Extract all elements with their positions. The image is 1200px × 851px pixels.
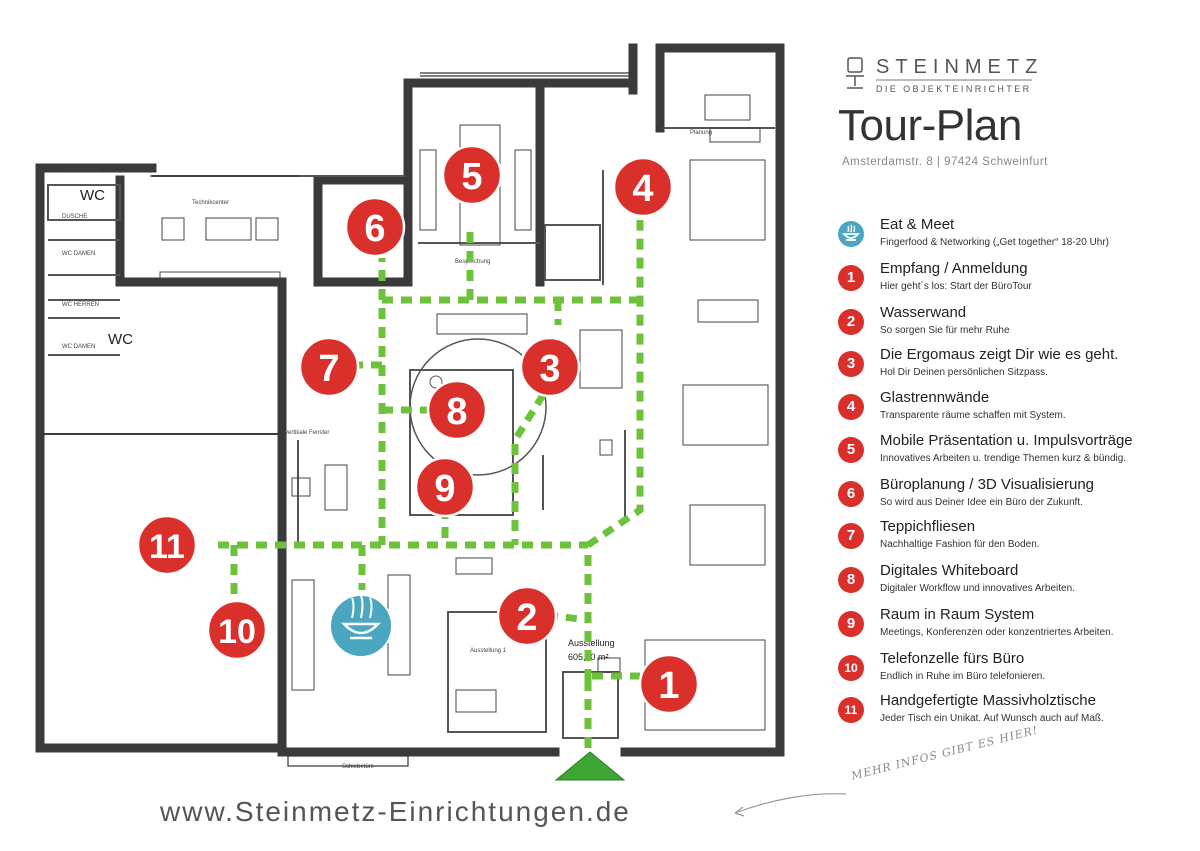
windows [150, 72, 632, 177]
marker-10[interactable]: 10 [206, 599, 268, 661]
legend-item-9: 9 Raum in Raum System Meetings, Konferen… [838, 606, 1188, 640]
legend-title: Glastrennwände [880, 389, 990, 406]
legend-title: Handgefertigte Massivholztische [880, 692, 1096, 709]
room-label-technikcenter: Technikcenter [192, 200, 229, 206]
marker-6[interactable]: 6 [344, 196, 406, 258]
sliding-door [287, 755, 409, 767]
legend-title: Teppichfliesen [880, 518, 976, 535]
legend-item-eat-meet: Eat & Meet Fingerfood & Networking („Get… [838, 216, 1188, 250]
tour-path [210, 220, 644, 748]
legend-badge: 3 [838, 351, 864, 377]
legend-desc: Endlich in Ruhe im Büro telefonieren. [880, 671, 1046, 682]
legend-badge: 9 [838, 611, 864, 637]
legend-item-11: 11 Handgefertigte Massivholztische Jeder… [838, 692, 1188, 726]
legend-item-2: 2 Wasserwand So sorgen Sie für mehr Ruhe [838, 304, 1188, 338]
legend-title: Digitales Whiteboard [880, 562, 1019, 579]
legend-badge: 10 [838, 655, 864, 681]
legend-badge: 7 [838, 523, 864, 549]
legend-desc: Jeder Tisch ein Unikat. Auf Wunsch auch … [880, 713, 1104, 724]
marker-5-label: 5 [461, 156, 482, 198]
legend-desc: Hol Dir Deinen persönlichen Sitzpass. [880, 367, 1048, 378]
legend-badge: 4 [838, 394, 864, 420]
legend-badge: 2 [838, 309, 864, 335]
legend-item-4: 4 Glastrennwände Transparente räume scha… [838, 389, 1188, 423]
wc-label-2: WC [108, 331, 133, 348]
legend-item-7: 7 Teppichfliesen Nachhaltige Fashion für… [838, 518, 1188, 552]
marker-7[interactable]: 7 [298, 336, 360, 398]
website-link[interactable]: www.Steinmetz-Einrichtungen.de [160, 796, 631, 827]
legend-item-5: 5 Mobile Präsentation u. Impulsvorträge … [838, 432, 1188, 466]
room-label-dusche: DUSCHE [62, 214, 87, 220]
bowl-icon [838, 221, 864, 247]
legend-desc: Meetings, Konferenzen oder konzentrierte… [880, 627, 1114, 638]
room-label-wc-herren: WC HERREN [62, 302, 99, 308]
room-label-wc-damen-1: WC DAMEN [62, 251, 95, 257]
marker-11[interactable]: 11 [136, 514, 198, 576]
eat-meet-marker [329, 594, 393, 658]
legend-item-8: 8 Digitales Whiteboard Digitaler Workflo… [838, 562, 1188, 596]
marker-3-label: 3 [539, 348, 560, 390]
room-label-sachbearbeiter: Sachbearbeiter [60, 168, 101, 174]
legend-badge: 8 [838, 567, 864, 593]
legend-desc: So sorgen Sie für mehr Ruhe [880, 325, 1010, 336]
legend-desc: Innovatives Arbeiten u. trendige Themen … [880, 453, 1127, 464]
legend-desc: Nachhaltige Fashion für den Boden. [880, 539, 1040, 550]
room-label-vertikale-fenster: vertikale Fenster [285, 430, 329, 436]
page-title: Tour-Plan [838, 101, 1022, 150]
marker-6-label: 6 [364, 208, 385, 250]
legend-title: Raum in Raum System [880, 606, 1035, 623]
chair-logo-icon [846, 57, 864, 89]
brand-name: STEINMETZ [876, 56, 1044, 78]
marker-10-label: 10 [218, 613, 256, 651]
marker-5[interactable]: 5 [441, 144, 503, 206]
marker-3[interactable]: 3 [519, 336, 581, 398]
room-label-schiebetuer: Schiebetüre [342, 764, 375, 770]
marker-9-label: 9 [434, 468, 455, 510]
legend-desc: Digitaler Workflow und innovatives Arbei… [880, 583, 1075, 594]
legend-title: Empfang / Anmeldung [880, 260, 1028, 277]
legend-desc: Transparente räume schaffen mit System. [880, 410, 1066, 421]
legend-title: Mobile Präsentation u. Impulsvorträge [880, 432, 1133, 449]
legend-badge: 1 [838, 265, 864, 291]
legend-badge: 5 [838, 437, 864, 463]
legend-title: Eat & Meet [880, 216, 955, 233]
marker-2-label: 2 [516, 597, 537, 639]
room-label-wc-damen-2: WC DAMEN [62, 344, 95, 350]
arrow-icon [734, 793, 847, 817]
room-label-ausstellung: Ausstellung [568, 638, 615, 648]
marker-7-label: 7 [318, 348, 339, 390]
legend-badge: 11 [838, 697, 864, 723]
legend-item-3: 3 Die Ergomaus zeigt Dir wie es geht. Ho… [838, 346, 1188, 380]
marker-1-label: 1 [658, 665, 679, 707]
marker-4[interactable]: 4 [612, 156, 674, 218]
address: Amsterdamstr. 8 | 97424 Schweinfurt [842, 156, 1048, 168]
marker-8-label: 8 [446, 391, 467, 433]
legend-badge: 6 [838, 481, 864, 507]
marker-11-label: 11 [149, 528, 185, 566]
legend-item-6: 6 Büroplanung / 3D Visualisierung So wir… [838, 476, 1188, 510]
room-label-planung: Planung [690, 130, 712, 136]
marker-9[interactable]: 9 [414, 456, 476, 518]
interior-walls [47, 127, 775, 739]
brand-subtitle: DIE OBJEKTEINRICHTER [876, 84, 1032, 94]
walls [35, 43, 785, 757]
marker-4-label: 4 [632, 168, 653, 210]
legend-desc: Hier geht´s los: Start der BüroTour [880, 281, 1032, 292]
legend-title: Büroplanung / 3D Visualisierung [880, 476, 1095, 493]
legend-desc: Fingerfood & Networking („Get together“ … [880, 237, 1109, 248]
furniture [159, 94, 769, 731]
legend-title: Telefonzelle fürs Büro [880, 650, 1025, 667]
legend-title: Wasserwand [880, 304, 967, 321]
legend-desc: So wird aus Deiner Idee ein Büro der Zuk… [880, 497, 1083, 508]
room-label-ausstellung-1: Ausstellung 1 [470, 648, 507, 654]
legend-item-10: 10 Telefonzelle fürs Büro Endlich in Ruh… [838, 650, 1188, 684]
marker-1[interactable]: 1 [638, 653, 700, 715]
legend-item-1: 1 Empfang / Anmeldung Hier geht´s los: S… [838, 260, 1188, 294]
wc-label-1: WC [80, 187, 105, 204]
marker-2[interactable]: 2 [496, 585, 558, 647]
entrance-triangle [554, 751, 626, 781]
legend-title: Die Ergomaus zeigt Dir wie es geht. [880, 346, 1119, 363]
marker-8[interactable]: 8 [426, 379, 488, 441]
